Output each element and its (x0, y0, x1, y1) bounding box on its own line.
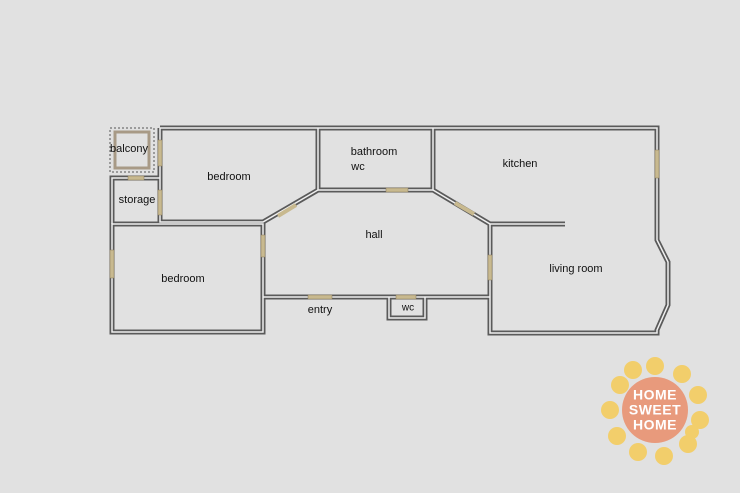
room-label-living-room: living room (549, 263, 603, 275)
doors (109, 139, 660, 300)
logo-line-1: HOME (633, 386, 677, 403)
logo-text: HOME SWEET HOME (628, 386, 682, 433)
room-label-entry: entry (307, 304, 333, 316)
room-label-kitchen: kitchen (502, 158, 538, 170)
walls (109, 125, 671, 336)
room-label-storage: storage (118, 194, 156, 206)
room-label-balcony: balcony (110, 143, 148, 155)
home-sweet-home-logo (601, 357, 709, 465)
room-label-bathroom: bathroom (350, 146, 398, 158)
logo-line-2: SWEET (628, 401, 682, 418)
logo-line-3: HOME (633, 416, 677, 433)
room-label-wc-bottom: wc (401, 302, 415, 314)
balcony-outline (109, 127, 155, 173)
room-label-bedroom-bottom: bedroom (161, 273, 205, 285)
room-label-hall: hall (365, 229, 383, 241)
room-label-wc-top: wc (351, 161, 365, 173)
room-label-bedroom-top: bedroom (207, 171, 251, 183)
